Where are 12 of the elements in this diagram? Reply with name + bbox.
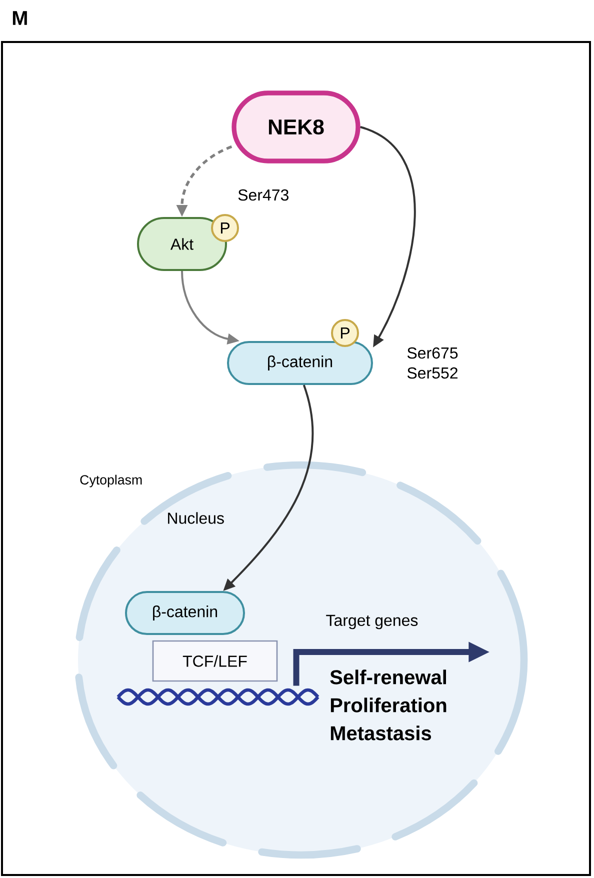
factor-box: TCF/LEF [152, 640, 278, 682]
protein-box: β-catenin [125, 591, 245, 635]
edge-label: Ser473 [238, 189, 288, 201]
dna-drawing [116, 688, 320, 706]
outcome-label: Self-renewal [330, 670, 446, 684]
edge-label: Target genes [326, 614, 418, 630]
node-label: Ser675 Ser552 [407, 347, 458, 379]
compartment-label: Cytoplasm [80, 474, 142, 488]
protein-box: NEK8 [232, 90, 360, 164]
panel-letter: M [12, 11, 27, 25]
outcome-label: Metastasis [330, 726, 432, 740]
outcome-label: Proliferation [330, 698, 446, 712]
